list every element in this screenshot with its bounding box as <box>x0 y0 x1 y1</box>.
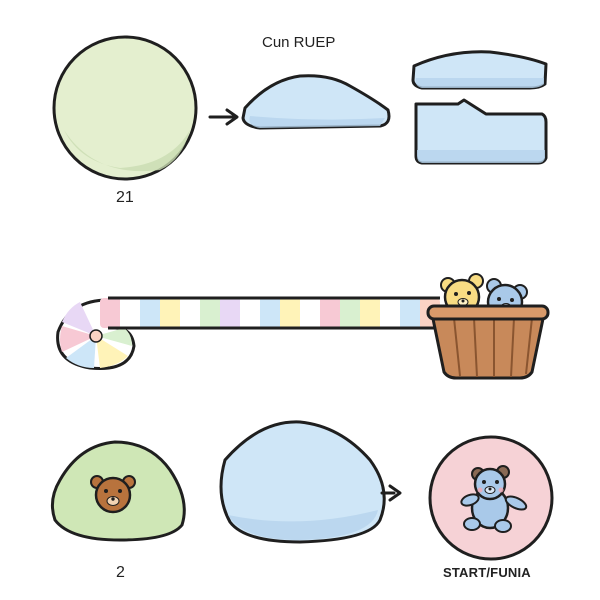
arrow-right-icon <box>380 484 402 502</box>
finished-circle <box>428 435 554 561</box>
candy-stripes <box>100 298 440 328</box>
dough-slab-cut <box>414 98 548 165</box>
candy-swirl <box>56 298 136 371</box>
step-label-bottom: 2 <box>116 564 125 581</box>
step-label-top: 21 <box>116 189 134 206</box>
basket-icon <box>426 304 550 380</box>
end-label: START/FUNIA <box>443 565 531 580</box>
diagram-title: Cun RUEP <box>262 34 336 51</box>
basket-with-bears <box>426 273 550 380</box>
candy-rope <box>56 296 440 371</box>
arrow-right-icon <box>208 108 239 126</box>
flattened-dough <box>241 74 391 130</box>
shaped-dough <box>219 420 386 544</box>
dough-ball-with-bear <box>50 440 186 542</box>
dough-ball <box>52 35 198 181</box>
teddy-bear-icon <box>90 475 136 514</box>
teddy-bear-icon <box>460 465 528 533</box>
dough-slab-top <box>411 50 548 90</box>
